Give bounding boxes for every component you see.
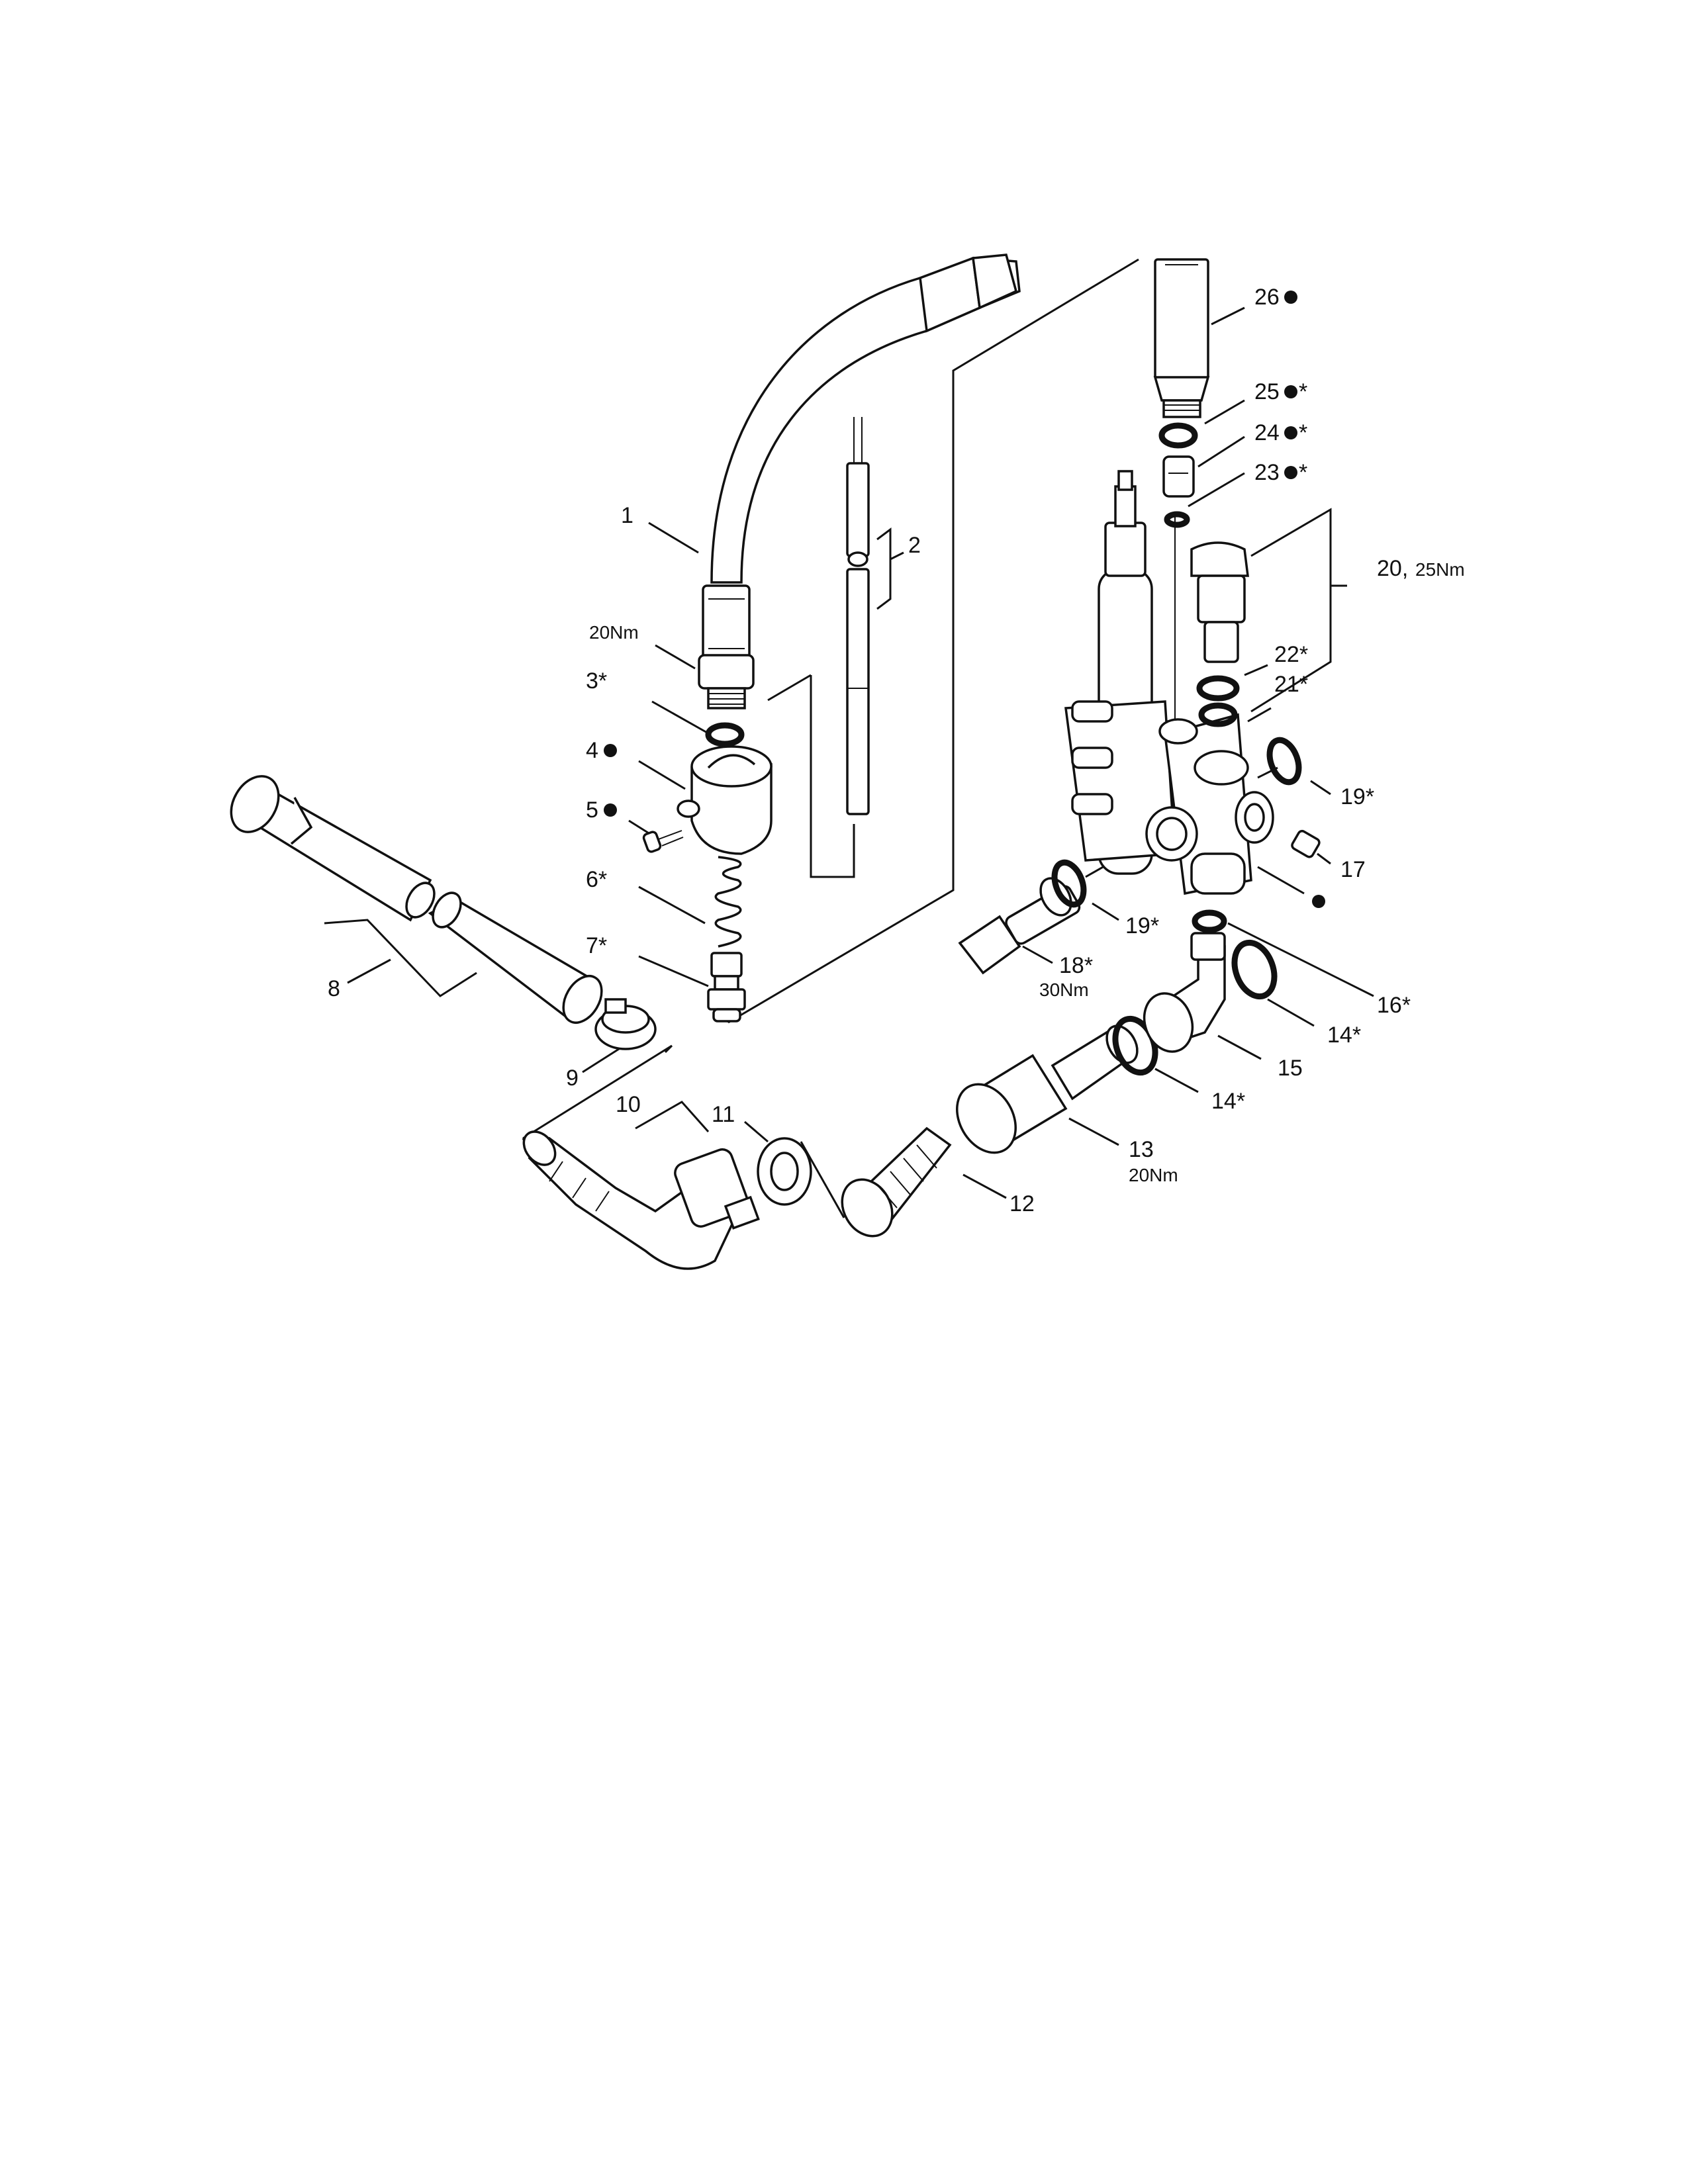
label-9: 9 bbox=[566, 1066, 579, 1091]
part-8-suction-hose bbox=[230, 775, 603, 1024]
label-23-suffix: * bbox=[1299, 460, 1307, 485]
part-6-spring bbox=[714, 856, 742, 948]
leader-lines bbox=[324, 258, 1374, 1218]
valve-body bbox=[1064, 470, 1274, 895]
label-20: 20, bbox=[1377, 556, 1408, 581]
part-11-washer bbox=[757, 1137, 812, 1206]
part-15-elbow-fitting bbox=[1143, 932, 1226, 1053]
part-10-elbow bbox=[522, 1130, 760, 1270]
callout-labels: 1 2 20Nm 3* 4 5 6* 7* 8 9 10 11 12 13 20… bbox=[328, 285, 1465, 1216]
label-7: 7* bbox=[586, 933, 607, 958]
part-5-screw bbox=[642, 830, 684, 853]
part-16-o-ring bbox=[1192, 909, 1227, 933]
label-26: 26 bbox=[1254, 285, 1280, 310]
label-torque-fitting: 20Nm bbox=[589, 622, 639, 643]
part-26-pipe bbox=[1153, 258, 1210, 418]
label-21: 21* bbox=[1274, 672, 1308, 697]
bullet-5-icon bbox=[604, 803, 617, 817]
label-23: 23 bbox=[1254, 460, 1280, 485]
label-20-torque: 25Nm bbox=[1415, 559, 1465, 580]
label-2: 2 bbox=[908, 533, 921, 558]
part-20-valve-insert bbox=[1190, 541, 1249, 663]
bullet-4-icon bbox=[604, 744, 617, 757]
label-24-suffix: * bbox=[1299, 420, 1307, 445]
label-12: 12 bbox=[1009, 1191, 1035, 1216]
label-15: 15 bbox=[1278, 1056, 1303, 1081]
bullet-26-icon bbox=[1284, 291, 1297, 304]
label-24: 24 bbox=[1254, 420, 1280, 445]
part-25-o-ring bbox=[1158, 422, 1198, 449]
label-10: 10 bbox=[616, 1092, 641, 1117]
label-13-torque: 20Nm bbox=[1129, 1165, 1178, 1185]
part-24-insert bbox=[1162, 455, 1195, 498]
part-4-block bbox=[677, 745, 773, 855]
part-22-o-ring bbox=[1196, 675, 1240, 702]
part-21-o-ring bbox=[1198, 702, 1238, 727]
part-19-o-ring-lower bbox=[1051, 859, 1087, 908]
label-4: 4 bbox=[586, 738, 598, 763]
part-12-filter bbox=[841, 1126, 952, 1238]
label-22: 22* bbox=[1274, 642, 1308, 667]
bullet-25-icon bbox=[1284, 385, 1297, 398]
label-19-upper: 19* bbox=[1340, 784, 1374, 809]
label-25: 25 bbox=[1254, 379, 1280, 404]
label-25-suffix: * bbox=[1299, 379, 1307, 404]
part-7-nipple bbox=[707, 952, 746, 1023]
label-13: 13 bbox=[1129, 1137, 1154, 1162]
label-17: 17 bbox=[1340, 857, 1366, 882]
part-19-o-ring-upper bbox=[1266, 737, 1302, 786]
bullet-24-icon bbox=[1284, 426, 1297, 439]
label-5: 5 bbox=[586, 797, 598, 823]
part-17-plug bbox=[1291, 829, 1321, 858]
part-1-hose bbox=[698, 253, 1021, 709]
label-11: 11 bbox=[712, 1102, 735, 1127]
part-2-probe bbox=[846, 417, 870, 815]
label-19-lower: 19* bbox=[1125, 913, 1159, 938]
bullet-body-icon bbox=[1312, 895, 1325, 908]
part-13-inlet-fitting bbox=[956, 1024, 1139, 1154]
part-9-hose-clamp bbox=[594, 998, 657, 1050]
label-3: 3* bbox=[586, 668, 607, 694]
bullet-23-icon bbox=[1284, 466, 1297, 479]
label-8: 8 bbox=[328, 976, 340, 1001]
part-14-o-ring-upper bbox=[1231, 939, 1278, 1000]
label-1: 1 bbox=[621, 503, 633, 528]
label-16: 16* bbox=[1377, 993, 1411, 1018]
label-14-upper: 14* bbox=[1327, 1023, 1361, 1048]
label-18-torque: 30Nm bbox=[1039, 979, 1089, 1000]
label-6: 6* bbox=[586, 867, 607, 892]
part-23-o-ring bbox=[1164, 511, 1190, 528]
label-14-lower: 14* bbox=[1211, 1089, 1245, 1114]
part-3-o-ring bbox=[705, 722, 745, 747]
label-18: 18* bbox=[1059, 953, 1093, 978]
